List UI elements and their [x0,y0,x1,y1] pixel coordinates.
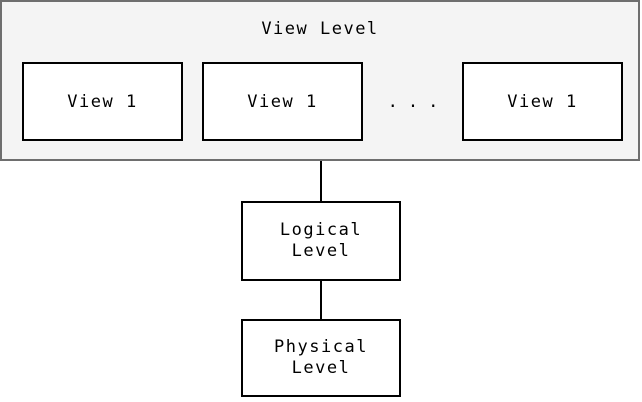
physical-level-label-line1: Physical [274,337,368,357]
view-box-3-label: View 1 [507,91,578,112]
logical-level-label-line1: Logical [279,220,363,240]
view-box-2-label: View 1 [247,91,318,112]
physical-level-label-line2: Level [291,358,351,378]
connector-logical-to-physical [320,281,322,319]
view-box-3: View 1 [462,62,623,141]
logical-level-label-line2: Level [291,241,351,261]
physical-level-box: Physical Level [241,319,401,397]
view-level-title: View Level [261,19,379,39]
ellipsis-text: ... [387,91,449,112]
connector-view-to-logical [320,161,322,201]
logical-level-box: Logical Level [241,201,401,281]
view-box-1: View 1 [22,62,183,141]
view-box-1-label: View 1 [67,91,138,112]
view-box-2: View 1 [202,62,363,141]
view-level-container: View Level View 1 View 1 ... View 1 [0,0,640,161]
